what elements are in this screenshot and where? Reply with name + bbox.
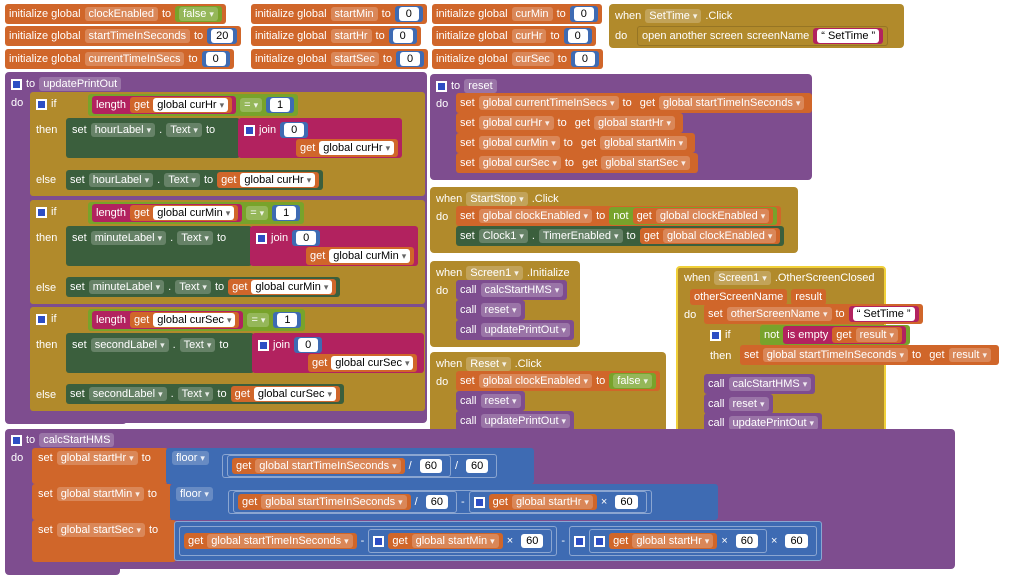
open-another-screen-block[interactable]: open another screen screenName SetTime <box>637 26 889 46</box>
init-global-startSec[interactable]: initialize global startSec to 0 <box>251 49 429 69</box>
param-result[interactable]: result <box>791 289 827 305</box>
mutator-gear-icon[interactable] <box>36 98 47 110</box>
set-minuteLabel-text[interactable]: set minuteLabel . Text to <box>66 226 252 266</box>
mutator-gear-icon[interactable] <box>256 232 267 244</box>
init-global-curHr[interactable]: initialize global curHr to 0 <box>432 26 596 46</box>
param-otherScreenName[interactable]: otherScreenName <box>690 289 788 305</box>
mutator-gear-icon[interactable] <box>36 206 47 218</box>
mutator-gear-icon[interactable] <box>36 313 47 325</box>
set-otherScreenName[interactable]: setotherScreenNameto SetTime <box>704 304 923 324</box>
init-global-startHr[interactable]: initialize global startHr to 0 <box>251 26 421 46</box>
mutator-gear-icon[interactable] <box>594 535 606 547</box>
mutator-gear-icon[interactable] <box>11 434 22 446</box>
false-block[interactable]: false <box>175 6 222 22</box>
number-block[interactable]: 20 <box>207 28 238 44</box>
mutator-gear-icon[interactable] <box>710 329 721 341</box>
init-global-curMin[interactable]: initialize global curMin to 0 <box>432 4 602 24</box>
mutator-gear-icon[interactable] <box>473 496 485 508</box>
init-global-startMin[interactable]: initialize global startMin to 0 <box>251 4 427 24</box>
init-global-clockEnabled[interactable]: initialize global clockEnabled to false <box>5 4 226 24</box>
set-hourLabel-text[interactable]: set hourLabel . Text to <box>66 118 240 158</box>
mutator-gear-icon[interactable] <box>436 80 447 92</box>
set-secondLabel-text[interactable]: set secondLabel . Text to <box>66 333 254 373</box>
procedure-footer <box>5 414 127 424</box>
procedure-footer <box>5 565 120 575</box>
mutator-gear-icon[interactable] <box>373 535 385 547</box>
mutator-gear-icon[interactable] <box>244 124 255 136</box>
init-global-startTimeInSeconds[interactable]: initialize global startTimeInSeconds to … <box>5 26 242 46</box>
number-block[interactable]: 0 <box>201 51 230 67</box>
mutator-gear-icon[interactable] <box>258 339 269 351</box>
mutator-gear-icon[interactable] <box>574 535 586 547</box>
init-global-currentTimeInSecs[interactable]: initialize global currentTimeInSecs to 0 <box>5 49 234 69</box>
var-name-field[interactable]: clockEnabled <box>84 7 158 21</box>
init-global-curSec[interactable]: initialize global curSec to 0 <box>432 49 603 69</box>
mutator-gear-icon[interactable] <box>11 78 22 90</box>
event-settime-click[interactable]: when SetTime .Click do open another scre… <box>609 4 904 48</box>
